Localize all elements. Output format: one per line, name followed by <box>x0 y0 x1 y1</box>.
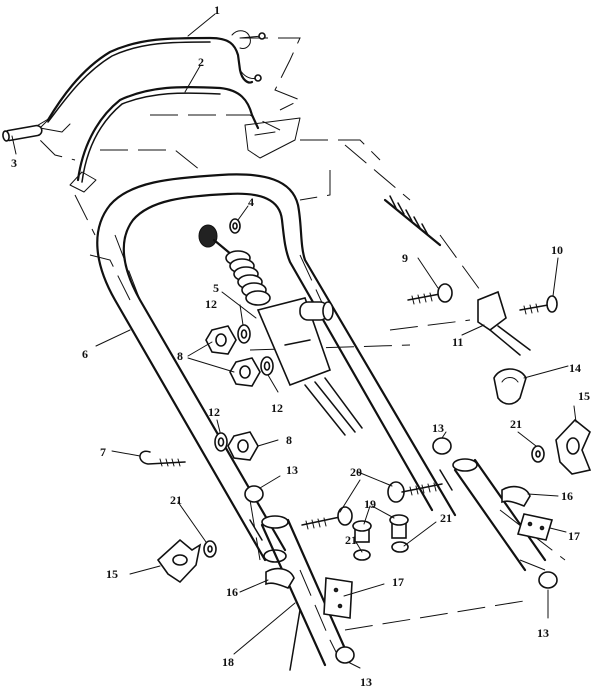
bolt-9 <box>407 283 453 305</box>
label-12-lower: 12 <box>271 401 283 415</box>
label-4: 4 <box>248 195 254 209</box>
nut-8-upper <box>205 325 237 355</box>
plug-13b <box>244 485 264 503</box>
label-8-upper: 8 <box>177 349 183 363</box>
washer-12-lower <box>260 356 274 376</box>
label-2: 2 <box>198 55 204 69</box>
label-19: 19 <box>364 497 376 511</box>
handle-tube-6 <box>96 173 457 563</box>
bolt-19-right <box>389 514 409 539</box>
washer-12-left <box>214 432 228 452</box>
label-21-mid-left: 21 <box>345 533 357 547</box>
part-labels: 1 2 3 4 5 6 7 8 8 9 10 11 12 12 12 13 13… <box>11 3 590 689</box>
control-bail-2 <box>69 85 301 193</box>
lower-tube-18 <box>260 458 547 671</box>
label-1: 1 <box>214 3 220 17</box>
bolt-19-left <box>352 520 372 543</box>
label-3: 3 <box>11 156 17 170</box>
label-18: 18 <box>222 655 234 669</box>
label-7: 7 <box>100 445 106 459</box>
plate-17-right <box>516 513 554 541</box>
control-bail-1 <box>39 30 266 133</box>
label-10: 10 <box>551 243 563 257</box>
label-13-c: 13 <box>537 626 549 640</box>
bolt-10 <box>519 295 558 315</box>
plug-13a <box>432 437 452 455</box>
label-21-left: 21 <box>170 493 182 507</box>
plug-13c <box>538 571 558 589</box>
label-9: 9 <box>402 251 408 265</box>
cable-clip-14 <box>493 368 527 405</box>
label-17-right: 17 <box>568 529 580 543</box>
nut-8-left <box>227 431 259 461</box>
pin-3 <box>2 124 43 142</box>
label-17-left: 17 <box>392 575 404 589</box>
washer-4 <box>229 218 241 234</box>
washer-21-right <box>531 445 545 463</box>
label-12-left: 12 <box>208 405 220 419</box>
washer-21-mid-right <box>391 541 409 553</box>
label-6: 6 <box>82 347 88 361</box>
label-11: 11 <box>452 335 463 349</box>
washer-12-upper <box>237 324 251 344</box>
cable-control-5 <box>198 224 363 436</box>
bolt-20-lower <box>301 506 353 530</box>
leader-lines <box>11 13 577 669</box>
label-16-left: 16 <box>226 585 238 599</box>
label-15-right: 15 <box>578 389 590 403</box>
hook-bolt-7 <box>139 450 186 467</box>
spring-sleeve <box>383 195 442 247</box>
label-21-right: 21 <box>510 417 522 431</box>
plug-13d <box>335 646 355 664</box>
label-14: 14 <box>569 361 581 375</box>
label-16-right: 16 <box>561 489 573 503</box>
nut-8-lower <box>229 357 261 387</box>
plate-17-left <box>323 577 353 619</box>
label-13-b: 13 <box>286 463 298 477</box>
knob-15-left <box>156 538 202 584</box>
label-5: 5 <box>213 281 219 295</box>
washer-21-mid-left <box>353 549 371 561</box>
label-8-left: 8 <box>286 433 292 447</box>
label-21-mid-right: 21 <box>440 511 452 525</box>
washer-21-left <box>203 540 217 558</box>
label-13-d: 13 <box>360 675 372 689</box>
pad-16-left <box>265 567 295 589</box>
knob-15-right <box>555 418 592 475</box>
label-12-upper: 12 <box>205 297 217 311</box>
clamp-11 <box>477 290 531 356</box>
bolt-20-upper <box>387 481 443 503</box>
label-20: 20 <box>350 465 362 479</box>
label-15-left: 15 <box>106 567 118 581</box>
pad-16-right <box>501 485 531 507</box>
label-13-a: 13 <box>432 421 444 435</box>
